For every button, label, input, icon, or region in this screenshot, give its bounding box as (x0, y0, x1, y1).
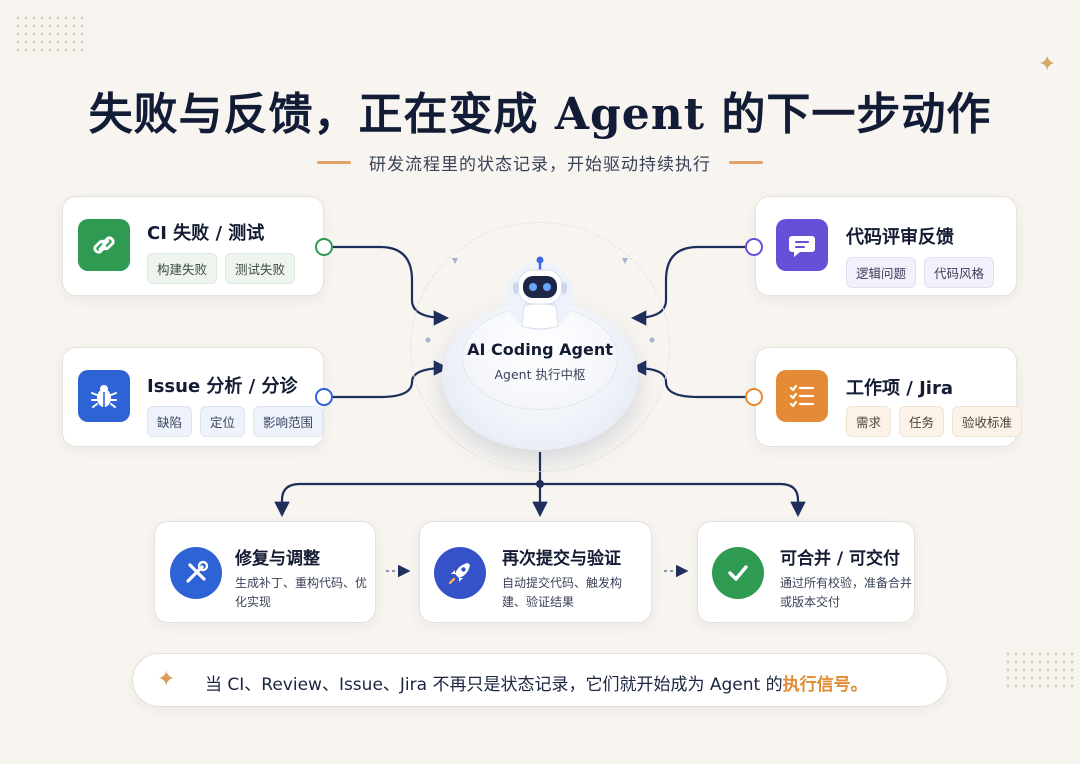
connector-node-issue (315, 388, 333, 406)
subtitle-divider-left (317, 161, 351, 164)
tag-list: 缺陷 定位 影响范围 (147, 406, 324, 437)
step-card-submit: 再次提交与验证 自动提交代码、触发构建、验证结果 (419, 521, 652, 623)
tag: 需求 (846, 406, 892, 437)
card-title: CI 失败 / 测试 (147, 223, 265, 244)
input-card-ci: CI 失败 / 测试 构建失败 测试失败 (62, 196, 324, 296)
card-title: 工作项 / Jira (846, 378, 953, 399)
step-card-fix: 修复与调整 生成补丁、重构代码、优化实现 (154, 521, 376, 623)
subtitle-row: 研发流程里的状态记录，开始驱动持续执行 (0, 150, 1080, 175)
card-title: Issue 分析 / 分诊 (147, 376, 298, 397)
tag: 缺陷 (147, 406, 193, 437)
card-title: 代码评审反馈 (846, 227, 954, 248)
check-icon (712, 547, 764, 599)
sparkle-icon: ✦ (157, 667, 176, 692)
tag-list: 构建失败 测试失败 (147, 253, 296, 284)
step-description: 通过所有校验，准备合并或版本交付 (780, 576, 913, 609)
tag: 影响范围 (253, 406, 324, 437)
hub-orbit-ring (410, 222, 670, 472)
hub-platform (462, 306, 618, 410)
input-card-issue: Issue 分析 / 分诊 缺陷 定位 影响范围 (62, 347, 324, 447)
tag-list: 需求 任务 验收标准 (846, 406, 1023, 437)
tag: 定位 (200, 406, 246, 437)
bottom-summary-text: 当 CI、Review、Issue、Jira 不再只是状态记录，它们就开始成为 … (205, 670, 868, 695)
connector-node-jira (745, 388, 763, 406)
step-description: 生成补丁、重构代码、优化实现 (235, 576, 368, 609)
subtitle-divider-right (729, 161, 763, 164)
connector-node-ci (315, 238, 333, 256)
connector-node-review (745, 238, 763, 256)
bottom-summary-bar: ✦ 当 CI、Review、Issue、Jira 不再只是状态记录，它们就开始成… (132, 653, 948, 707)
tag: 测试失败 (225, 253, 296, 284)
tag-list: 逻辑问题 代码风格 (846, 257, 995, 288)
decorative-dots-top-left (14, 14, 84, 54)
step-title: 修复与调整 (235, 549, 320, 569)
tools-icon (170, 547, 222, 599)
connector-to-step-1 (274, 482, 540, 518)
tag: 验收标准 (952, 406, 1023, 437)
tag: 构建失败 (147, 253, 218, 284)
rocket-icon (434, 547, 486, 599)
robot-icon (506, 256, 574, 330)
input-card-jira: 工作项 / Jira 需求 任务 验收标准 (755, 347, 1023, 447)
tag: 代码风格 (924, 257, 995, 288)
tag: 逻辑问题 (846, 257, 917, 288)
step-description: 自动提交代码、触发构建、验证结果 (502, 576, 623, 609)
summary-highlight: 执行信号。 (782, 675, 868, 695)
sparkle-icon: ✦ (1038, 52, 1057, 77)
step-title: 再次提交与验证 (502, 549, 621, 569)
step-card-deliver: 可合并 / 可交付 通过所有校验，准备合并或版本交付 (697, 521, 915, 623)
step-title: 可合并 / 可交付 (780, 549, 901, 569)
input-card-review: 代码评审反馈 逻辑问题 代码风格 (755, 196, 1017, 296)
checklist-icon (776, 370, 828, 422)
connector-to-step-3 (540, 482, 806, 518)
tag: 任务 (899, 406, 945, 437)
bug-icon (78, 370, 130, 422)
hub-title: AI Coding Agent (467, 340, 613, 359)
page-subtitle: 研发流程里的状态记录，开始驱动持续执行 (369, 155, 711, 175)
chat-icon (776, 219, 828, 271)
hub-subtitle: Agent 执行中枢 (494, 367, 586, 382)
decorative-dots-bottom-right (1004, 650, 1074, 690)
summary-text: 当 CI、Review、Issue、Jira 不再只是状态记录，它们就开始成为 … (205, 675, 783, 695)
link-icon (78, 219, 130, 271)
page-title: 失败与反馈，正在变成 Agent 的下一步动作 (88, 89, 992, 140)
